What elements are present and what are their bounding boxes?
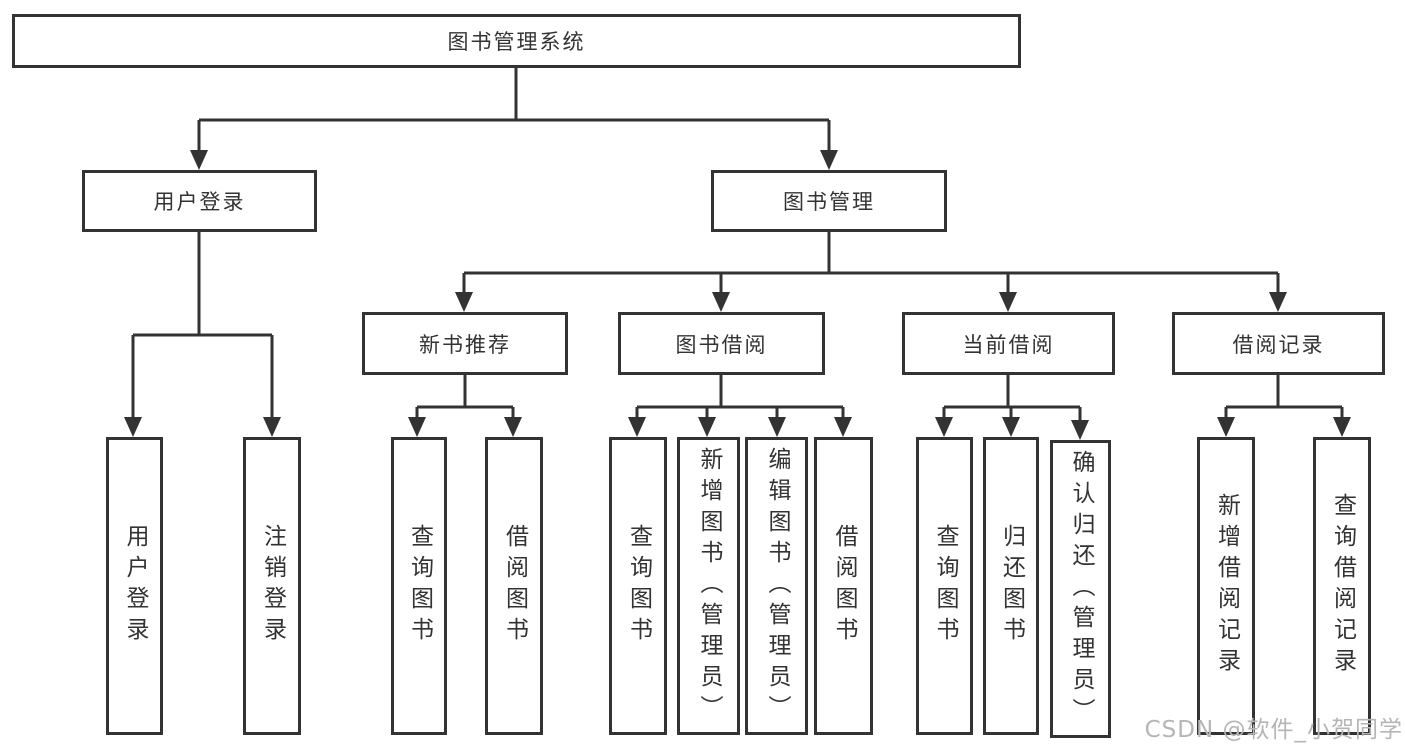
node-label: 新书推荐	[419, 332, 511, 357]
node-user-login: 用户登录	[82, 170, 317, 232]
node-label: 查询借阅记录	[1329, 493, 1356, 679]
leaf-query-borrow-record: 查询借阅记录	[1313, 437, 1371, 735]
node-book-borrow: 图书借阅	[618, 312, 825, 375]
leaf-query-books-1: 查询图书	[391, 437, 447, 735]
leaf-logout: 注销登录	[243, 437, 301, 735]
node-label: 查询图书	[625, 524, 652, 648]
node-label: 当前借阅	[962, 332, 1055, 357]
node-label: 借阅图书	[831, 524, 857, 648]
leaf-return-books: 归还图书	[983, 437, 1039, 735]
node-label: 查询图书	[406, 524, 433, 648]
node-label: 图书管理	[783, 190, 875, 214]
arrowhead-icons	[124, 150, 1351, 440]
node-label: 借阅记录	[1232, 332, 1325, 357]
leaf-add-books-admin: 新增图书（管理员）	[677, 437, 740, 735]
node-label: 借阅图书	[501, 524, 528, 648]
node-label: 图书管理系统	[447, 30, 586, 54]
node-current-borrow: 当前借阅	[902, 312, 1115, 375]
node-borrow-records: 借阅记录	[1172, 312, 1385, 375]
leaf-query-books-2: 查询图书	[609, 437, 667, 735]
leaf-query-books-3: 查询图书	[916, 437, 973, 735]
connector-lines	[131, 68, 1344, 422]
node-label: 确认归还（管理员）	[1068, 449, 1094, 729]
csdn-watermark: CSDN @软件_小贺同学	[1144, 717, 1403, 743]
leaf-borrow-books-2: 借阅图书	[814, 437, 873, 735]
node-label: 新增图书（管理员）	[696, 446, 722, 726]
node-new-book-recommend: 新书推荐	[362, 312, 568, 375]
leaf-edit-books-admin: 编辑图书（管理员）	[745, 437, 808, 735]
leaf-borrow-books-1: 借阅图书	[485, 437, 543, 735]
node-book-management: 图书管理	[711, 170, 947, 232]
leaf-user-login: 用户登录	[106, 437, 163, 735]
node-label: 用户登录	[153, 190, 246, 214]
leaf-add-borrow-record: 新增借阅记录	[1197, 437, 1255, 735]
node-root-system: 图书管理系统	[12, 14, 1021, 68]
node-label: 编辑图书（管理员）	[764, 446, 790, 726]
node-label: 用户登录	[122, 524, 148, 648]
node-label: 图书借阅	[675, 332, 768, 357]
leaf-confirm-return-admin: 确认归还（管理员）	[1050, 440, 1111, 738]
node-label: 查询图书	[932, 524, 958, 648]
node-label: 归还图书	[998, 524, 1025, 648]
node-label: 新增借阅记录	[1213, 493, 1240, 679]
node-label: 注销登录	[259, 524, 286, 648]
